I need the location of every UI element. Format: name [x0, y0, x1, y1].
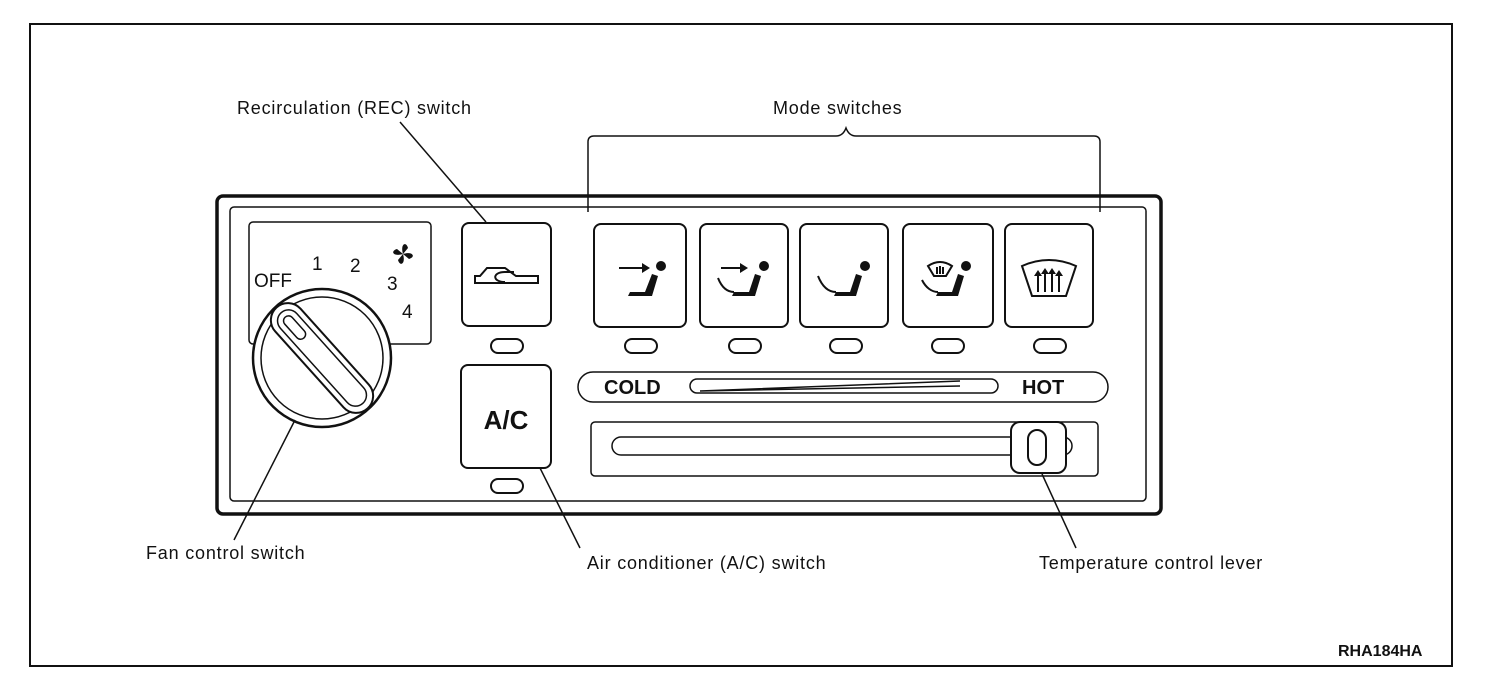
recirculation-button[interactable]	[461, 222, 552, 327]
recirculation-leader	[399, 121, 487, 223]
temperature-leader	[1041, 473, 1077, 549]
temperature-gradient-bar	[689, 378, 999, 394]
mode-indicator-bi-level	[728, 338, 762, 354]
temperature-lever-label: Temperature control lever	[1039, 553, 1263, 573]
mode-switches-brace	[587, 125, 1101, 212]
panel-outer	[215, 194, 1163, 516]
temperature-gradient-wedge	[699, 380, 961, 392]
ac-leader	[539, 467, 581, 549]
temperature-slider-track-plate	[590, 421, 1099, 477]
temperature-hot-label: HOT	[1022, 377, 1064, 399]
foot-mode-icon	[817, 261, 870, 296]
mode-button-foot-defrost[interactable]	[902, 223, 994, 328]
bi-level-mode-icon	[717, 261, 769, 296]
mode-indicator-defrost	[1033, 338, 1067, 354]
foot-defrost-mode-icon	[921, 261, 971, 296]
recirculation-indicator	[490, 338, 524, 354]
ac-switch-label: Air conditioner (A/C) switch	[587, 553, 826, 573]
fan-position-2: 2	[350, 256, 361, 277]
temperature-control-lever[interactable]	[1010, 421, 1067, 474]
fan-control-knob[interactable]	[251, 287, 393, 429]
mode-button-defrost[interactable]	[1004, 223, 1094, 328]
figure-frame	[29, 23, 1453, 667]
mode-button-vent[interactable]	[593, 223, 687, 328]
fan-control-switch-label: Fan control switch	[146, 543, 305, 563]
temperature-scale-plate	[577, 371, 1109, 403]
panel-inner	[229, 206, 1147, 502]
vent-mode-icon	[619, 261, 666, 296]
mode-button-foot[interactable]	[799, 223, 889, 328]
recirculation-switch-label: Recirculation (REC) switch	[237, 98, 472, 118]
mode-button-bi-level[interactable]	[699, 223, 789, 328]
ac-button[interactable]: A/C	[460, 364, 552, 469]
mode-switches-label: Mode switches	[773, 98, 902, 118]
recirculation-icon	[474, 267, 539, 284]
ac-button-label: A/C	[484, 405, 529, 435]
mode-indicator-vent	[624, 338, 658, 354]
fan-leader	[233, 419, 296, 541]
fan-icon	[393, 244, 413, 264]
fan-position-1: 1	[312, 254, 323, 275]
ac-indicator	[490, 478, 524, 494]
mode-indicator-foot	[829, 338, 863, 354]
figure-id: RHA184HA	[1338, 643, 1423, 660]
fan-position-3: 3	[387, 274, 398, 295]
temperature-cold-label: COLD	[604, 377, 661, 399]
temperature-slider-slot	[611, 436, 1073, 456]
defrost-mode-icon	[1020, 259, 1078, 297]
fan-position-4: 4	[402, 302, 413, 323]
fan-position-off: OFF	[254, 271, 292, 292]
mode-indicator-foot-defrost	[931, 338, 965, 354]
